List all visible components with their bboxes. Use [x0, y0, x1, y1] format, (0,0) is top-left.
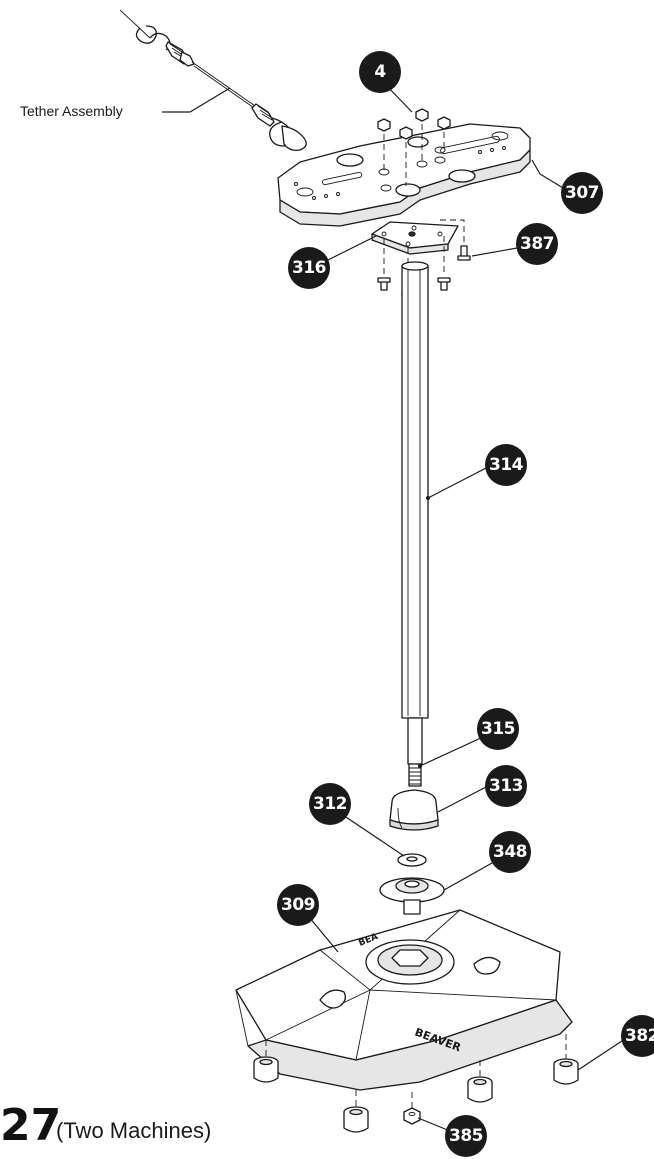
feet: [253, 1056, 579, 1133]
svg-text:312: 312: [313, 794, 347, 814]
svg-text:315: 315: [481, 719, 515, 739]
callout-312: 312: [309, 783, 351, 825]
page-note: (Two Machines): [56, 1118, 212, 1143]
svg-text:309: 309: [281, 895, 315, 915]
svg-text:314: 314: [489, 455, 524, 475]
callout-316: 316: [288, 247, 330, 289]
callout-382: 382: [621, 1015, 654, 1057]
callout-348: 348: [489, 831, 531, 873]
page-number: 27: [0, 1100, 62, 1151]
base-nut: [403, 1107, 421, 1125]
washer: [397, 853, 427, 867]
callout-385: 385: [445, 1115, 487, 1157]
tether-assembly: [119, 9, 307, 152]
base: BEAVER BEA: [235, 909, 573, 1110]
callouts: 4 307 316 387 314 315 313 312 348 309 38…: [277, 51, 654, 1157]
svg-text:385: 385: [449, 1126, 483, 1146]
bearing-plate: [379, 877, 445, 915]
bumper-cap: [389, 789, 439, 831]
callout-307: 307: [561, 172, 603, 214]
svg-text:307: 307: [565, 183, 599, 203]
svg-text:382: 382: [625, 1026, 654, 1046]
tether-assembly-label: Tether Assembly: [20, 103, 123, 119]
svg-text:316: 316: [292, 258, 326, 278]
svg-text:313: 313: [489, 776, 523, 796]
pole-tube: [401, 261, 429, 787]
svg-text:387: 387: [520, 234, 554, 254]
callout-309: 309: [277, 884, 319, 926]
svg-text:4: 4: [374, 62, 386, 82]
callout-4: 4: [359, 51, 401, 93]
top-plate: [277, 108, 531, 227]
svg-text:348: 348: [493, 842, 527, 862]
callout-313: 313: [485, 765, 527, 807]
callout-387: 387: [516, 223, 558, 265]
callout-315: 315: [477, 708, 519, 750]
callout-314: 314: [485, 444, 527, 486]
